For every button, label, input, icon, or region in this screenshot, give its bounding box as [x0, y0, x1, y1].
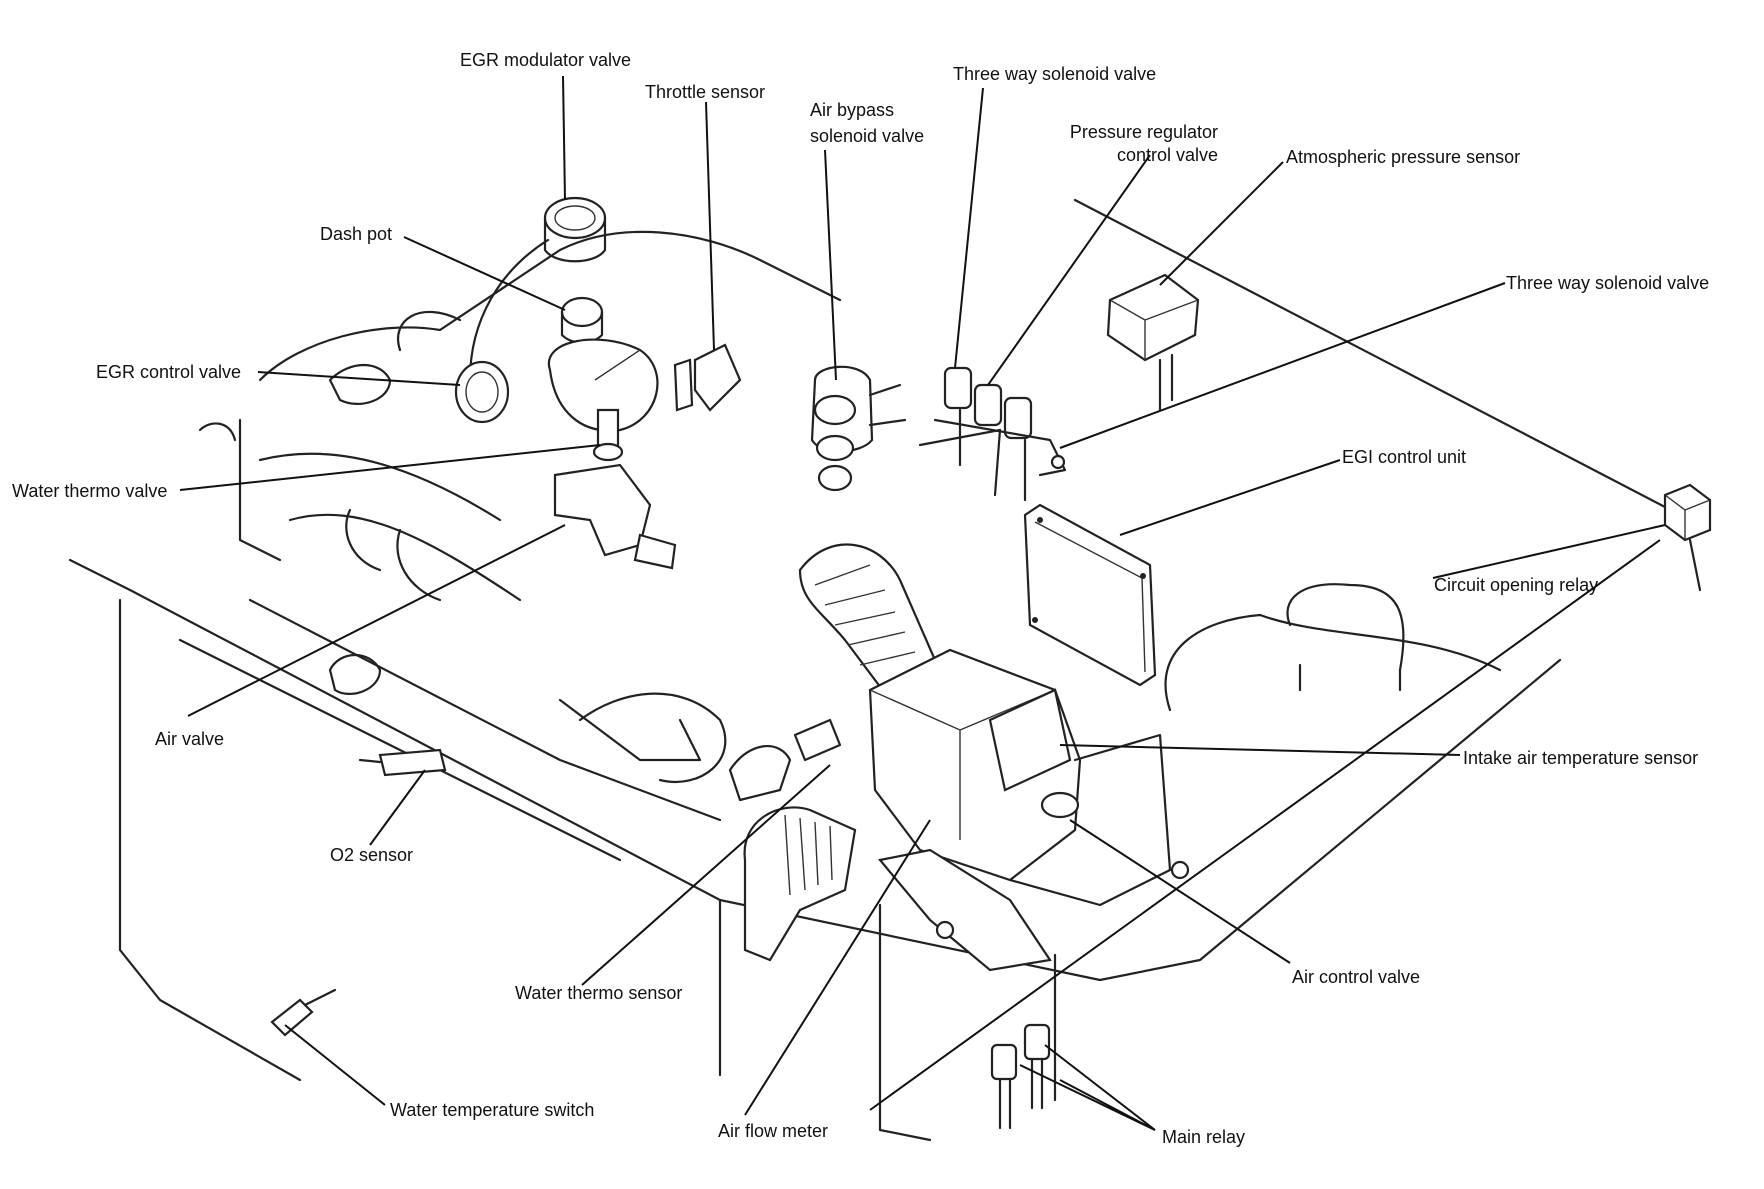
label-water-thermo-sensor: Water thermo sensor: [515, 983, 683, 1003]
label-o2-sensor: O2 sensor: [330, 845, 414, 865]
label-throttle-sensor: Throttle sensor: [645, 82, 766, 102]
label-intake-air-temperature-sensor: Intake air temperature sensor: [1463, 748, 1699, 768]
three-way-solenoid-cluster: [918, 366, 1067, 502]
label-egr-modulator-valve: EGR modulator valve: [460, 50, 632, 70]
atmospheric-pressure-sensor-shape: [1106, 273, 1200, 412]
label-air-valve: Air valve: [155, 729, 225, 749]
label-three-way-solenoid-top: Three way solenoid valve: [953, 64, 1157, 84]
egr-control-valve-shape: [454, 360, 510, 424]
air-flow-meter-shape: [868, 648, 1190, 972]
label-main-relay: Main relay: [1162, 1127, 1246, 1147]
label-pressure-regulator-line1: Pressure regulator: [1069, 122, 1218, 142]
label-water-temperature-switch: Water temperature switch: [390, 1100, 595, 1120]
label-dash-pot: Dash pot: [320, 224, 393, 244]
throttle-body-shape: [547, 338, 742, 432]
dash-pot-shape: [560, 296, 604, 344]
label-air-control-valve: Air control valve: [1292, 967, 1421, 987]
egr-modulator-valve-shape: [468, 196, 607, 382]
label-egi-control-unit: EGI control unit: [1342, 447, 1467, 467]
label-three-way-solenoid-right: Three way solenoid valve: [1506, 273, 1710, 293]
label-water-thermo-valve: Water thermo valve: [12, 481, 168, 501]
o2-sensor-shape: [358, 748, 447, 777]
label-egr-control-valve: EGR control valve: [96, 362, 242, 382]
label-air-flow-meter: Air flow meter: [718, 1121, 829, 1141]
engine-bay-outline: [68, 198, 1702, 1142]
main-relay-shape: [990, 1023, 1051, 1130]
label-air-bypass-line1: Air bypass: [810, 100, 895, 120]
intake-hose-shape: [798, 543, 937, 702]
label-circuit-opening-relay: Circuit opening relay: [1434, 575, 1599, 595]
engine-block-detail: [328, 654, 842, 802]
egi-control-unit-shape: [1023, 503, 1157, 687]
label-atmospheric-pressure-sensor: Atmospheric pressure sensor: [1286, 147, 1521, 167]
air-duct-shape: [743, 806, 857, 962]
label-pressure-regulator-line2: control valve: [1116, 145, 1218, 165]
air-valve-shape: [553, 463, 677, 570]
circuit-opening-relay-shape: [1663, 483, 1712, 542]
leader-lines: [179, 75, 1666, 1131]
water-thermo-valve-shape: [592, 408, 624, 462]
label-air-bypass-line2: solenoid valve: [810, 126, 925, 146]
water-temperature-switch-shape: [270, 988, 337, 1037]
cylinder-head: [178, 230, 842, 862]
air-bypass-solenoid-shape: [810, 365, 907, 492]
